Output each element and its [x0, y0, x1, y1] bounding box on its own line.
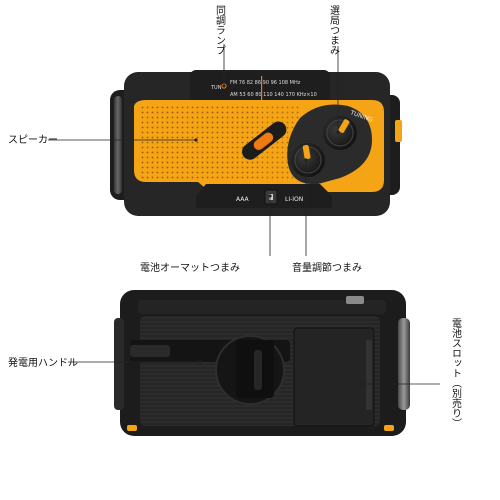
callout-battery-auto-knob: 電池オーマットつまみ — [140, 261, 240, 274]
foot-left — [127, 425, 137, 431]
callout-sync-lamp: 同調ランプ — [214, 5, 226, 55]
selector-slider[interactable] — [252, 131, 275, 152]
radio-front-view: FM 76 82 86 90 96 108 MHz AM 53 60 80 11… — [110, 70, 402, 216]
radio-back-view — [114, 290, 410, 436]
switch-panel — [196, 184, 332, 208]
speaker-grille — [140, 106, 260, 180]
aaa-label: AAA — [236, 196, 250, 203]
callout-tuning-knob: 選局つまみ — [328, 4, 340, 55]
tuning-dial-window — [190, 70, 330, 104]
foot-right — [384, 425, 394, 431]
volume-knob[interactable] — [291, 143, 325, 177]
tun-label: TUN — [210, 85, 222, 91]
callout-volume-knob: 音量調節つまみ — [292, 261, 362, 274]
callout-dots — [194, 84, 340, 386]
fm-scale-label: FM 76 82 86 90 96 108 MHz — [230, 80, 301, 86]
battery-slot-cover[interactable] — [293, 327, 375, 427]
dial-pointer — [261, 76, 263, 100]
callout-lines — [48, 44, 440, 385]
back-right-edge — [398, 318, 410, 410]
callout-battery-slot: 電池スロット（別売り） — [450, 318, 462, 428]
callout-speaker: スピーカー — [8, 134, 58, 146]
tuning-knob[interactable] — [323, 116, 357, 150]
antenna-tip — [346, 296, 364, 304]
am-scale-label: AM 53 60 80 110 140 170 KHz×10 — [230, 92, 317, 98]
callout-crank-handle: 発電用ハンドル — [8, 356, 78, 369]
liion-label: LI-ION — [285, 196, 303, 203]
battery-selector-slot[interactable] — [239, 118, 290, 163]
crank-handle[interactable] — [130, 335, 290, 405]
side-orange-button[interactable] — [395, 120, 402, 142]
